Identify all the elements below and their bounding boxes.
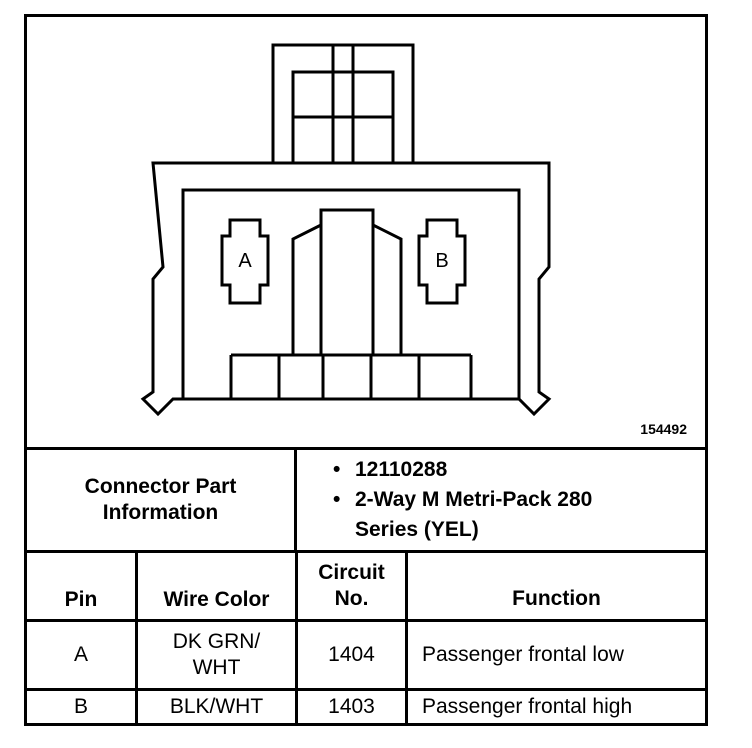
divider	[27, 447, 705, 450]
header-pin: Pin	[64, 588, 98, 611]
row-a-wire-color: DK GRN/ WHT	[172, 630, 261, 679]
divider	[135, 553, 138, 723]
header-function: Function	[512, 587, 601, 610]
row-a-function: Passenger frontal low	[422, 643, 624, 666]
divider	[294, 450, 297, 550]
divider	[27, 688, 705, 691]
connector-info-frame: A B 154492 Connector Part Information • …	[24, 14, 708, 726]
divider	[27, 619, 705, 622]
row-b-wire-color: BLK/WHT	[169, 695, 264, 718]
pin-b-label: B	[435, 250, 448, 272]
divider	[295, 553, 298, 723]
divider	[405, 553, 408, 723]
row-a-circuit: 1404	[328, 643, 375, 666]
divider	[27, 550, 705, 553]
housing-outline	[140, 161, 552, 417]
pin-cavity-b	[417, 218, 467, 305]
connector-drawing: A B	[140, 43, 552, 417]
bullet-icon: •	[333, 488, 341, 511]
housing-cavity	[181, 188, 521, 401]
pin-a-label: A	[238, 250, 252, 272]
header-circuit-no: Circuit No.	[318, 561, 385, 610]
figure-id: 154492	[640, 421, 687, 437]
bullet-connector-type: • 2-Way M Metri-Pack 280 Series (YEL)	[333, 485, 625, 545]
bullet-icon: •	[333, 458, 341, 481]
row-b-pin: B	[73, 695, 88, 718]
connector-bullets: • 12110288 • 2-Way M Metri-Pack 280 Seri…	[333, 455, 625, 545]
row-a-pin: A	[73, 643, 88, 666]
bullet-part-number: • 12110288	[333, 455, 625, 485]
row-b-function: Passenger frontal high	[422, 695, 633, 718]
pin-cavity-a	[220, 218, 270, 305]
connector-part-label: Connector Part Information	[84, 475, 237, 524]
header-wire-color: Wire Color	[163, 588, 270, 611]
row-b-circuit: 1403	[328, 695, 375, 718]
